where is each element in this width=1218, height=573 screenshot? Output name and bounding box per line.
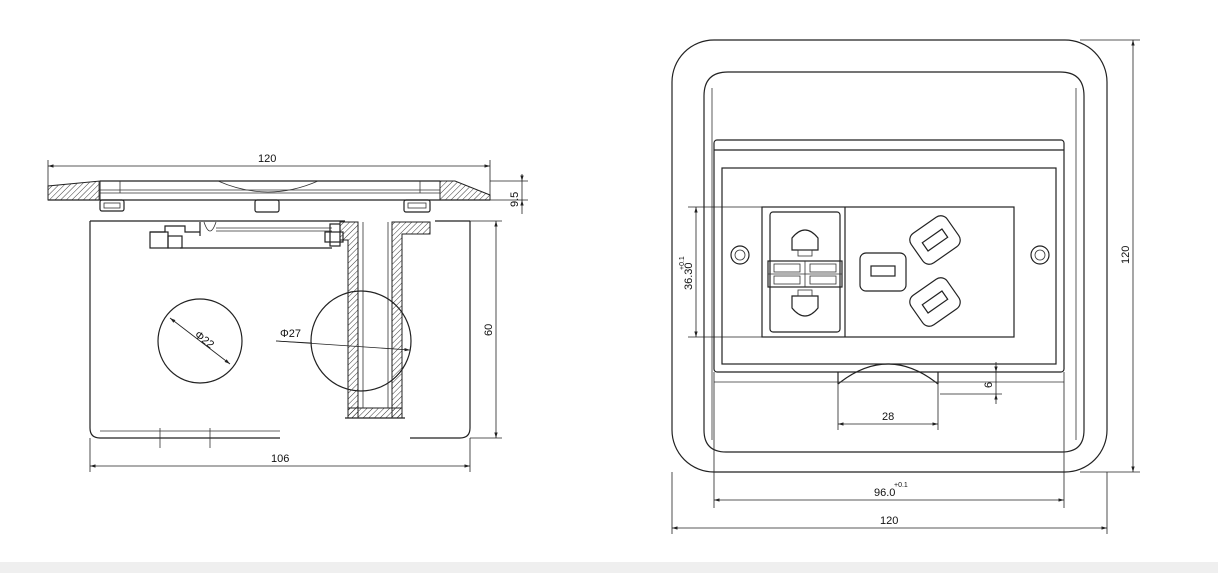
side-dimensions: 120 9.5 60 106 Φ22 Φ27 xyxy=(47,153,528,472)
top-dim-module-height-tol: +0.1 xyxy=(679,256,686,270)
top-dim-inner-width: 96.0 xyxy=(874,487,895,499)
data-jack-module xyxy=(767,211,843,333)
side-dim-body-height: 60 xyxy=(483,324,495,336)
hinge-clips xyxy=(99,199,431,213)
cable-tube xyxy=(339,221,431,419)
top-dim-module-height: 36.30 xyxy=(683,262,695,290)
side-dim-flange-height: 9.5 xyxy=(509,192,521,207)
bottom-strip xyxy=(0,562,1218,573)
mounting-screws xyxy=(730,245,1050,265)
body-box xyxy=(89,220,471,448)
top-dim-notch-depth: 6 xyxy=(983,382,995,388)
flange xyxy=(47,180,491,201)
top-dimensions: 120 120 96.0 +0.1 36.30 +0.1 28 xyxy=(671,39,1140,534)
side-section-view: 120 9.5 60 106 Φ22 Φ27 xyxy=(47,153,528,472)
knockout-holes xyxy=(157,290,412,392)
top-dim-outer-width: 120 xyxy=(880,515,898,527)
side-dim-top-width: 120 xyxy=(258,153,276,165)
internal-mechanism xyxy=(149,221,344,249)
lid-plate xyxy=(713,139,1065,373)
top-dim-outer-height: 120 xyxy=(1120,246,1132,264)
top-dim-notch-width: 28 xyxy=(882,411,894,423)
inner-frame xyxy=(703,71,1085,453)
top-dim-inner-width-tol: +0.1 xyxy=(894,482,908,489)
power-outlet xyxy=(859,215,961,327)
side-dim-bottom-width: 106 xyxy=(271,453,289,465)
top-view: 120 120 96.0 +0.1 36.30 +0.1 28 xyxy=(671,39,1140,534)
side-dim-hole-small: Φ22 xyxy=(192,329,216,351)
side-dim-hole-large: Φ27 xyxy=(280,328,301,340)
socket-module xyxy=(761,206,1015,338)
cable-notch xyxy=(837,363,939,385)
outer-frame xyxy=(671,39,1108,473)
